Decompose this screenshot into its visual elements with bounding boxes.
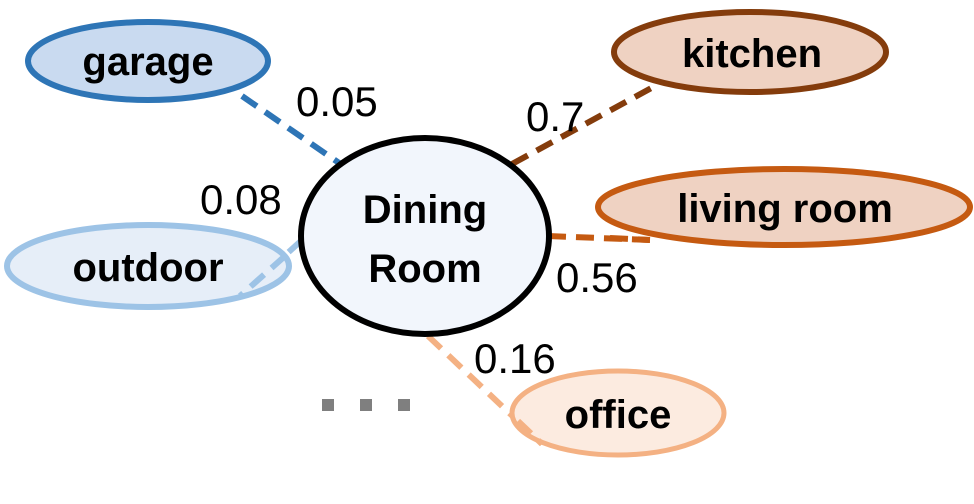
label-outdoor: outdoor — [72, 246, 223, 290]
weight-office: 0.16 — [474, 335, 556, 382]
more-rooms-ellipsis — [322, 399, 410, 411]
node-dining-room — [298, 135, 552, 337]
edge-living-room-overlay — [609, 235, 651, 243]
node-kitchen — [611, 9, 889, 95]
node-outdoor — [4, 222, 292, 310]
weight-kitchen: 0.7 — [526, 93, 584, 140]
edge-garage — [240, 93, 344, 168]
label-garage: garage — [82, 40, 213, 84]
label-room: Room — [368, 247, 481, 291]
label-office: office — [565, 393, 672, 437]
edge-office-overlay — [515, 418, 545, 447]
node-living-room — [595, 166, 973, 248]
label-kitchen: kitchen — [682, 32, 822, 76]
weight-garage: 0.05 — [296, 78, 378, 125]
weight-outdoor: 0.08 — [200, 176, 282, 223]
label-living-room: living room — [677, 187, 893, 231]
node-office — [509, 368, 727, 458]
edge-living-room — [547, 233, 651, 243]
node-garage — [25, 19, 271, 103]
label-dining: Dining — [363, 188, 487, 232]
edge-outdoor-overlay — [238, 253, 287, 299]
weight-living-room: 0.56 — [556, 254, 638, 301]
